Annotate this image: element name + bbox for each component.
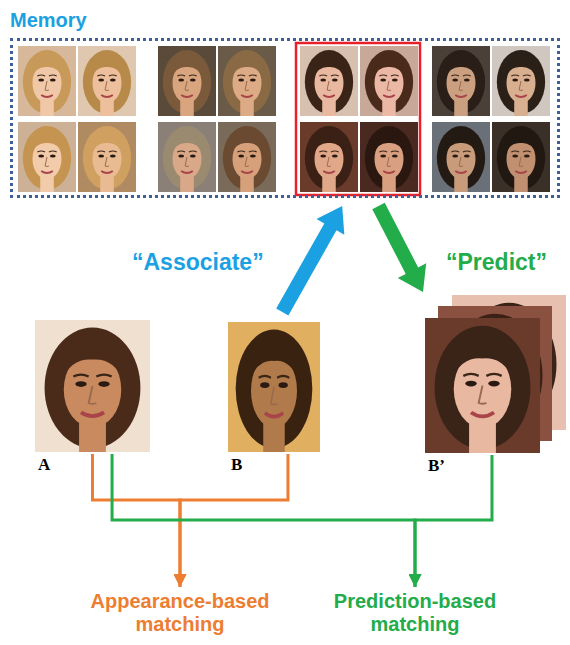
edge-label: “Associate” (132, 248, 264, 276)
face-photo (425, 318, 540, 453)
predicted-face-stack: B’ (425, 295, 566, 453)
face-photo (78, 122, 136, 192)
face-photo (18, 46, 76, 116)
face-photo (158, 122, 216, 192)
face-photo (300, 122, 358, 192)
highlight-box (296, 43, 420, 195)
face-photo (18, 122, 76, 192)
face-photo (300, 46, 358, 116)
face-photo (228, 322, 320, 452)
memory-frame (10, 38, 560, 198)
face-photo (360, 122, 418, 192)
face-photo (218, 122, 276, 192)
face-label: B’ (428, 456, 569, 476)
face-photo (492, 46, 550, 116)
face-photo (78, 46, 136, 116)
face-label: B (231, 455, 323, 475)
face-photo (158, 46, 216, 116)
edge-label-holder: “Predict” (446, 248, 547, 276)
face-photo (432, 46, 490, 116)
matching-label: Prediction-based matching (310, 590, 520, 640)
panel-heading: Memory (10, 8, 560, 32)
face-label: A (38, 455, 153, 475)
edge-label: “Predict” (446, 248, 547, 276)
face-photo (492, 122, 550, 192)
query-face: A (35, 320, 150, 452)
matching-line (112, 454, 415, 587)
memory-panel: Memory (10, 8, 560, 198)
edge-label-holder: “Associate” (132, 248, 264, 276)
face-photo (432, 122, 490, 192)
face-photo (218, 46, 276, 116)
predict-arrow (372, 203, 426, 292)
matching-label: Appearance-based matching (75, 590, 285, 640)
matching-line (415, 455, 492, 587)
face-photo (360, 46, 418, 116)
matching-text: Prediction-based matching (310, 590, 520, 636)
face-photo (35, 320, 150, 452)
matching-text: Appearance-based matching (75, 590, 285, 636)
associate-arrow (276, 206, 344, 315)
query-face: B (228, 322, 320, 452)
